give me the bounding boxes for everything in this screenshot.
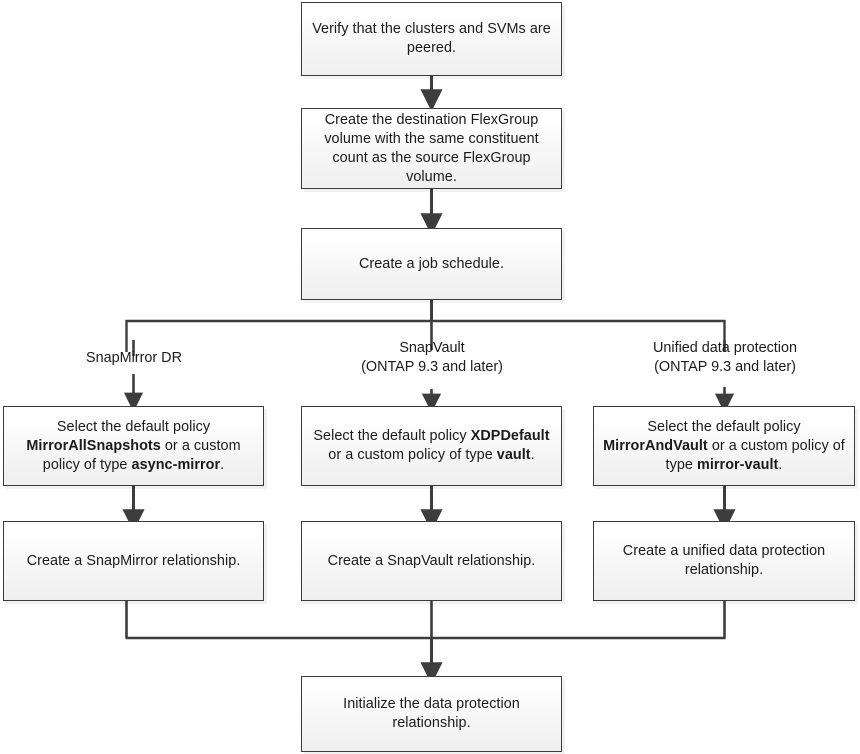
node-create-unified-relationship[interactable]: Create a unified data protection relatio…	[593, 521, 855, 601]
node-create-destination-flexgroup[interactable]: Create the destination FlexGroup volume …	[301, 108, 562, 189]
unified-policy-default-name: MirrorAndVault	[603, 437, 708, 454]
node-create-snapmirror-relationship[interactable]: Create a SnapMirror relationship.	[3, 521, 264, 601]
snapmirror-policy-default-name: MirrorAllSnapshots	[26, 437, 161, 454]
node-snapvault-policy[interactable]: Select the default policy XDPDefault or …	[301, 406, 562, 486]
snapvault-policy-part-3: .	[530, 447, 535, 463]
node-snapmirror-policy[interactable]: Select the default policy MirrorAllSnaps…	[3, 406, 264, 486]
node-create-job-schedule[interactable]: Create a job schedule.	[301, 228, 562, 300]
snapvault-policy-part-1: Select the default policy	[313, 428, 471, 444]
unified-policy-part-1: Select the default policy	[647, 418, 801, 435]
snapmirror-policy-type-name: async-mirror	[131, 456, 221, 473]
snapmirror-policy-part-3: .	[220, 456, 225, 473]
node-create-job-schedule-text: Create a job schedule.	[358, 255, 505, 272]
node-unified-policy-text: Select the default policy MirrorAndVault…	[594, 418, 854, 475]
branch-label-snapmirror-dr: SnapMirror DR	[86, 350, 182, 366]
node-create-unified-relationship-text: Create a unified data protection relatio…	[622, 543, 826, 578]
node-verify-peering-text: Verify that the clusters and SVMs are pe…	[312, 21, 551, 56]
node-verify-peering[interactable]: Verify that the clusters and SVMs are pe…	[301, 2, 562, 76]
node-initialize-relationship[interactable]: Initialize the data protection relations…	[301, 676, 562, 752]
unified-policy-part-2: or a custom policy of type	[665, 437, 845, 473]
node-create-destination-flexgroup-text: Create the destination FlexGroup volume …	[324, 111, 539, 185]
node-initialize-relationship-text: Initialize the data protection relations…	[343, 696, 520, 731]
snapmirror-policy-part-1: Select the default policy	[56, 418, 211, 435]
node-create-snapvault-relationship-text: Create a SnapVault relationship.	[327, 552, 536, 569]
branch-label-unified-data-protection: Unified data protection (ONTAP 9.3 and l…	[653, 340, 797, 375]
snapvault-policy-part-2: or a custom policy of type	[328, 447, 497, 463]
node-create-snapvault-relationship[interactable]: Create a SnapVault relationship.	[301, 521, 562, 601]
node-unified-policy[interactable]: Select the default policy MirrorAndVault…	[593, 406, 855, 486]
node-snapmirror-policy-text: Select the default policy MirrorAllSnaps…	[4, 418, 263, 475]
snapvault-policy-default-name: XDPDefault	[470, 428, 550, 444]
snapmirror-policy-part-2: or a custom policy of type	[42, 437, 241, 473]
node-create-snapmirror-relationship-text: Create a SnapMirror relationship.	[26, 552, 241, 569]
branch-label-snapvault: SnapVault (ONTAP 9.3 and later)	[361, 340, 503, 375]
unified-policy-type-name: mirror-vault	[697, 456, 779, 473]
snapvault-policy-type-name: vault	[496, 447, 531, 463]
node-snapvault-policy-text: Select the default policy XDPDefault or …	[302, 427, 561, 465]
unified-policy-part-3: .	[778, 456, 783, 473]
